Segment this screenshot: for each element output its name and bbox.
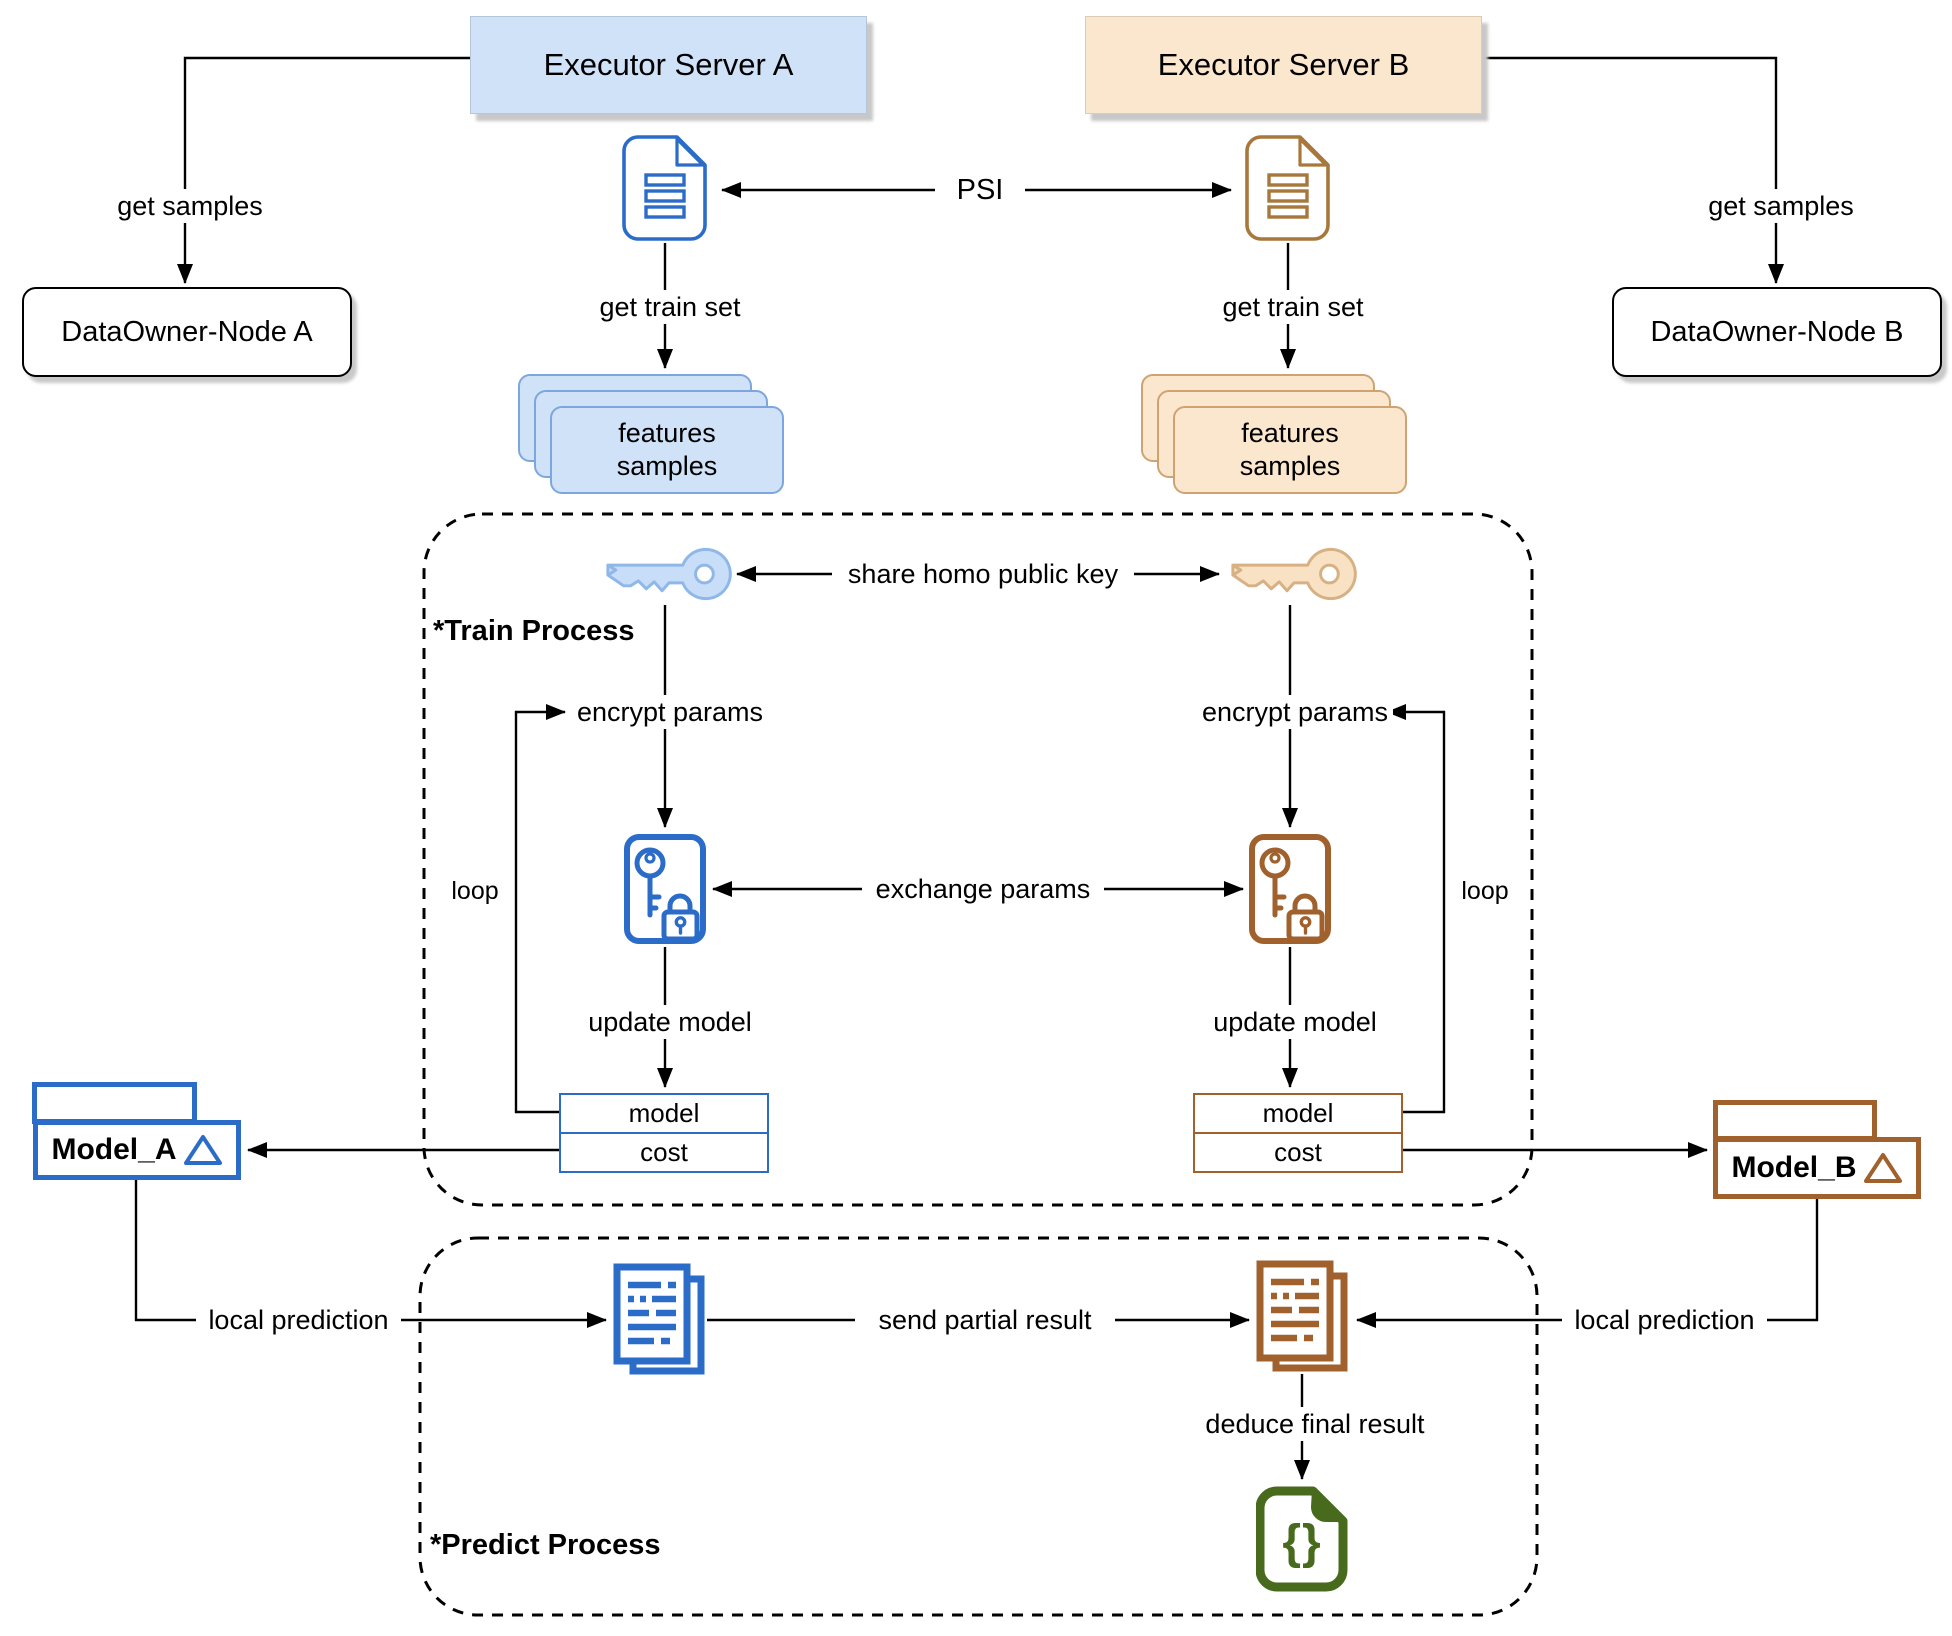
model-a-folder-tab [32, 1082, 197, 1124]
model-cost-box-b: model cost [1193, 1093, 1403, 1173]
stack-card-front: features samples [1173, 406, 1407, 494]
share-homo-public-key-label: share homo public key [832, 557, 1134, 591]
samples-label: samples [1239, 451, 1341, 481]
dataowner-node-a: DataOwner-Node A [22, 287, 352, 377]
braces-glyph: {} [1282, 1515, 1322, 1569]
train-process-box [422, 512, 1534, 1207]
model-a-folder-body: Model_A [33, 1120, 241, 1180]
predict-process-box [418, 1236, 1539, 1617]
deduce-final-result-label: deduce final result [1190, 1407, 1440, 1441]
local-prediction-label-a: local prediction [196, 1303, 401, 1337]
update-model-label-b: update model [1205, 1005, 1385, 1039]
executor-server-b: Executor Server B [1085, 16, 1482, 114]
train-process-title: *Train Process [433, 614, 635, 647]
features-label: features [618, 418, 716, 449]
final-result-json-icon: {} [1255, 1486, 1348, 1597]
get-samples-label-a: get samples [110, 189, 270, 223]
loop-label-b: loop [1461, 876, 1509, 905]
executor-server-b-label: Executor Server B [1157, 47, 1410, 82]
model-row: model [628, 1098, 700, 1128]
psi-label: PSI [935, 172, 1025, 208]
dataowner-node-a-label: DataOwner-Node A [61, 315, 313, 348]
stack-card-front: features samples [550, 406, 784, 494]
dataowner-node-b-label: DataOwner-Node B [1650, 315, 1904, 348]
encrypt-params-label-a: encrypt params [570, 695, 770, 729]
local-prediction-label-b: local prediction [1562, 1303, 1767, 1337]
model-row: model [1262, 1098, 1334, 1128]
get-train-set-label-b: get train set [1183, 290, 1403, 324]
model-b-folder-tab [1713, 1100, 1877, 1141]
encrypted-params-a-icon [623, 833, 707, 950]
features-label: features [1241, 418, 1339, 449]
executor-server-a-label: Executor Server A [543, 47, 794, 82]
partial-result-a-icon [613, 1263, 705, 1380]
public-key-b-icon [1225, 543, 1357, 610]
psi-document-a-icon [620, 133, 710, 248]
cost-row: cost [561, 1132, 767, 1171]
predict-process-title: *Predict Process [430, 1528, 661, 1561]
model-a-label: Model_A [51, 1133, 177, 1166]
executor-server-a: Executor Server A [470, 16, 867, 114]
dataowner-node-b: DataOwner-Node B [1612, 287, 1942, 377]
model-cost-box-a: model cost [559, 1093, 769, 1173]
model-b-triangle-icon [1863, 1153, 1902, 1183]
get-train-set-label-a: get train set [560, 290, 780, 324]
partial-result-b-icon [1256, 1260, 1348, 1377]
loop-label-a: loop [451, 876, 499, 905]
model-b-folder-body: Model_B [1713, 1137, 1921, 1199]
psi-document-b-icon [1243, 133, 1333, 248]
encrypt-params-label-b: encrypt params [1197, 695, 1393, 729]
send-partial-result-label: send partial result [855, 1303, 1115, 1337]
exchange-params-label: exchange params [862, 872, 1104, 906]
model-a-triangle-icon [183, 1135, 222, 1165]
encrypted-params-b-icon [1248, 833, 1332, 950]
get-samples-label-b: get samples [1701, 189, 1861, 223]
model-b-label: Model_B [1731, 1151, 1857, 1184]
update-model-label-a: update model [580, 1005, 760, 1039]
samples-label: samples [616, 451, 718, 481]
cost-row: cost [1195, 1132, 1401, 1171]
public-key-a-icon [600, 543, 732, 610]
